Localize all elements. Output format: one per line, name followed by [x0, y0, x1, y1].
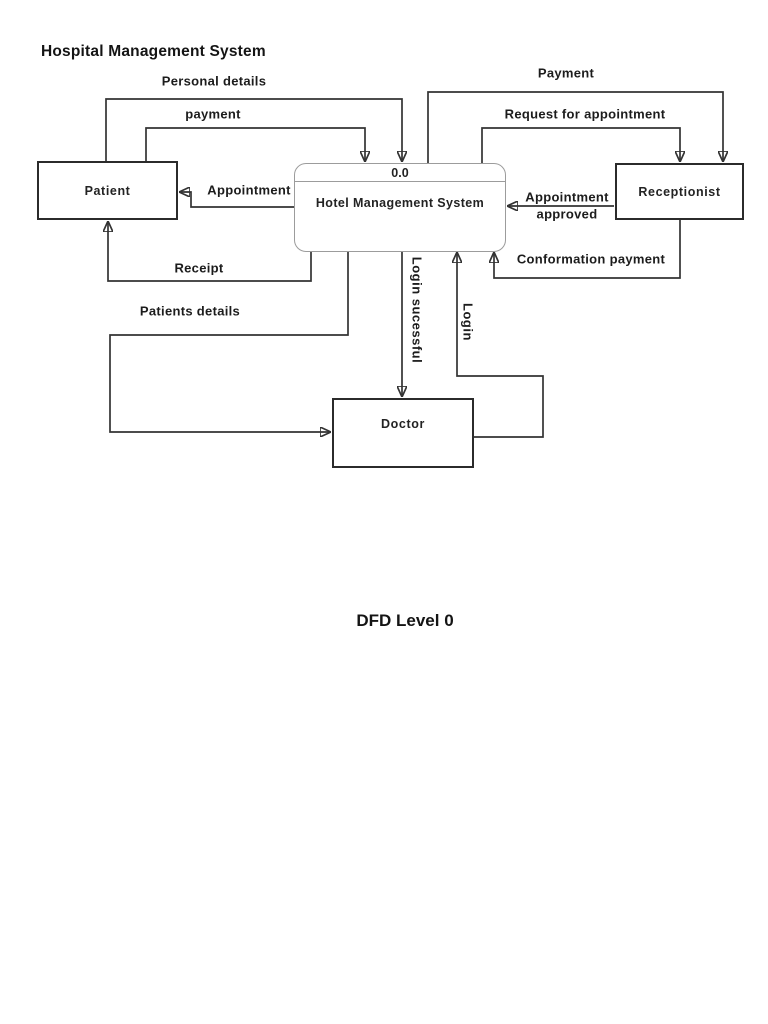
flow-line-payment-from-patient	[145, 127, 365, 162]
flow-line-payment-to-receptionist	[427, 91, 723, 163]
flow-label-login: Login	[460, 303, 476, 341]
diagram-caption: DFD Level 0	[356, 611, 454, 630]
entity-doctor: Doctor	[332, 398, 474, 468]
flow-label-payment-from-patient: payment	[185, 106, 241, 122]
entity-receptionist-label: Receptionist	[638, 184, 721, 199]
flow-label-appointment-approved-line2: approved	[536, 206, 598, 221]
flow-line-request-for-appointment	[481, 127, 680, 163]
flow-label-appointment: Appointment	[207, 182, 291, 198]
entity-patient: Patient	[37, 161, 178, 220]
process-id: 0.0	[295, 164, 505, 182]
flow-label-personal-details: Personal details	[161, 73, 267, 89]
flow-label-patients-details: Patients details	[139, 303, 241, 319]
process-label: Hotel Management System	[315, 196, 485, 210]
entity-process: 0.0 Hotel Management System	[294, 163, 506, 252]
flow-label-appointment-approved: Appointment approved	[525, 190, 608, 223]
entity-doctor-label: Doctor	[381, 417, 425, 431]
flow-label-payment-to-receptionist: Payment	[537, 65, 595, 81]
flow-label-appointment-approved-line1: Appointment	[525, 189, 609, 205]
flow-label-login-successful: Login sucessful	[409, 256, 425, 364]
flow-line-login	[457, 252, 544, 438]
flow-line-patients-details	[109, 252, 349, 432]
flow-line-conformation-payment	[494, 220, 681, 279]
entity-receptionist: Receptionist	[615, 163, 744, 220]
flow-label-request-for-appointment: Request for appointment	[504, 106, 666, 122]
flow-line-personal-details	[105, 98, 402, 162]
flow-line-receipt	[108, 221, 312, 282]
entity-patient-label: Patient	[84, 183, 131, 198]
page-title: Hospital Management System	[41, 43, 266, 60]
flow-line-appointment	[179, 192, 294, 208]
flow-label-conformation-payment: Conformation payment	[516, 251, 666, 267]
flow-label-receipt: Receipt	[174, 260, 224, 276]
